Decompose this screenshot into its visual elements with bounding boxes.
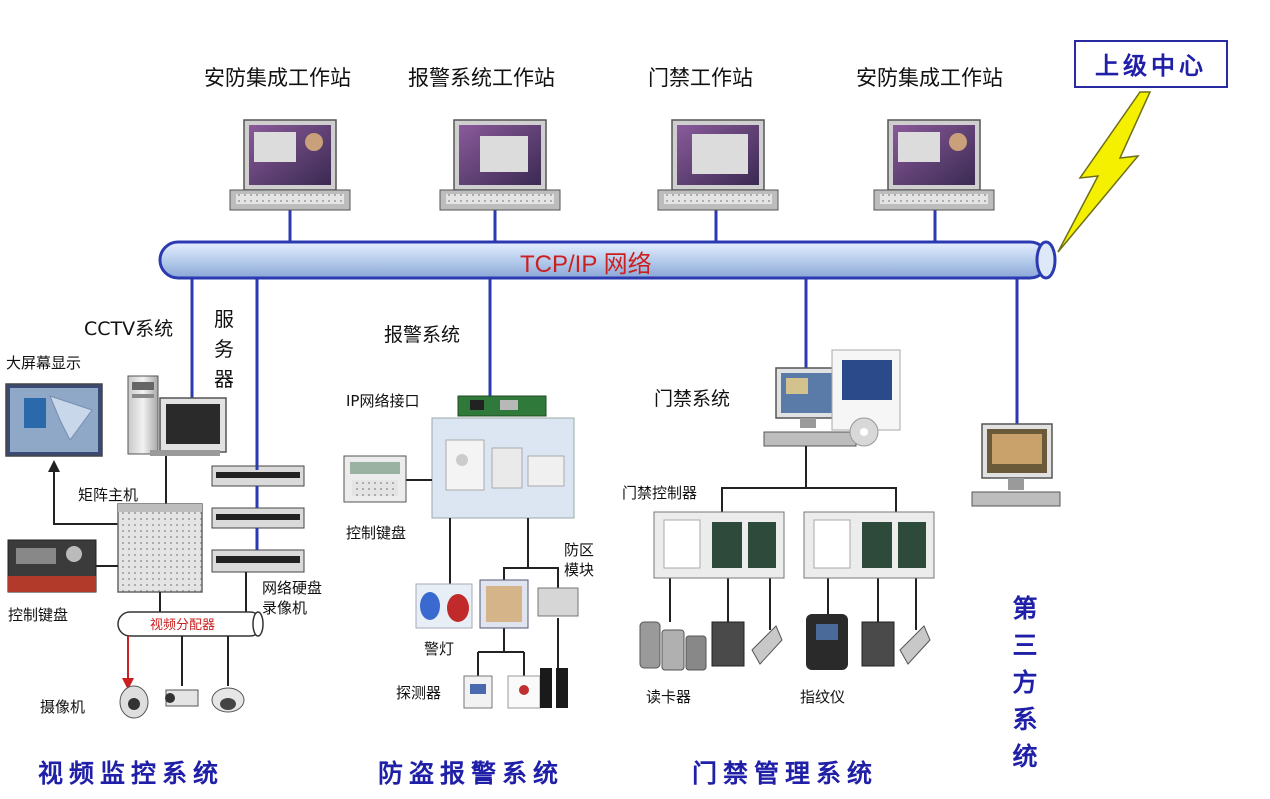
workstation-label-4: 安防集成工作站 [856, 66, 1003, 90]
workstation-3 [657, 119, 779, 211]
camera-links [127, 636, 229, 686]
detector-label: 探测器 [396, 684, 442, 702]
tcp-ip-network-pipe [158, 240, 1057, 280]
burglar-alarm-title: 防盗报警系统 [378, 759, 565, 788]
zone-module-label: 防区模块 [564, 541, 595, 579]
server-label: 服务器 [214, 307, 234, 391]
card-readers [639, 621, 783, 671]
subsystem-links [190, 278, 1019, 470]
alarm-keyboard [343, 455, 432, 503]
third-party-pc [971, 423, 1061, 507]
upper-center-box: 上级中心 [1074, 40, 1228, 88]
workstation-4 [873, 119, 995, 211]
camera-label: 摄像机 [40, 698, 86, 716]
access-controller-label: 门禁控制器 [622, 484, 698, 502]
workstation-label-2: 报警系统工作站 [408, 66, 555, 90]
matrix-host-label: 矩阵主机 [78, 486, 139, 504]
video-surveillance-title: 视频监控系统 [38, 759, 225, 788]
lightning-icon [1057, 91, 1152, 253]
alarm-panel-photo [431, 417, 575, 519]
alarm-keyboard-label: 控制键盘 [346, 524, 407, 542]
access-controllers [653, 511, 935, 579]
cctv-control-keyboard [7, 539, 118, 593]
alarm-links [449, 518, 559, 676]
ip-interface-label: IP网络接口 [346, 392, 420, 410]
workstation-label-3: 门禁工作站 [648, 66, 753, 90]
big-screen-display [5, 383, 103, 457]
access-workstation [763, 349, 901, 447]
workstation-2 [439, 119, 561, 211]
video-distributor-label: 视频分配器 [150, 618, 216, 633]
access-system-label: 门禁系统 [654, 388, 731, 410]
card-reader-label: 读卡器 [646, 688, 692, 706]
third-party-title: 第三方系统 [1012, 594, 1038, 771]
network-video-recorders [211, 465, 305, 573]
access-management-title: 门禁管理系统 [692, 759, 879, 788]
fingerprint-label: 指纹仪 [800, 688, 846, 706]
matrix-to-screen-link [53, 470, 118, 525]
alarm-system-label: 报警系统 [384, 324, 461, 346]
fingerprint-readers [806, 614, 931, 670]
video-distributor [117, 572, 264, 637]
workstation-links [288, 210, 937, 242]
cctv-keyboard-label: 控制键盘 [8, 606, 69, 624]
big-screen-label: 大屏幕显示 [6, 354, 82, 372]
cameras [119, 685, 245, 719]
cctv-system-label: CCTV系统 [84, 318, 174, 340]
detectors [463, 668, 568, 709]
nvr-label: 网络硬盘录像机 [262, 579, 323, 617]
network-label: TCP/IP 网络 [520, 251, 652, 278]
access-controller-links [669, 446, 917, 630]
matrix-host-cabinet [117, 456, 203, 593]
cctv-server-pc [127, 375, 227, 456]
workstation-1 [229, 119, 351, 211]
warning-light-label: 警灯 [424, 640, 455, 658]
ip-network-interface-board [457, 395, 547, 417]
workstation-label-1: 安防集成工作站 [204, 66, 351, 90]
zone-module-box [479, 579, 579, 629]
warning-lights [415, 583, 473, 629]
